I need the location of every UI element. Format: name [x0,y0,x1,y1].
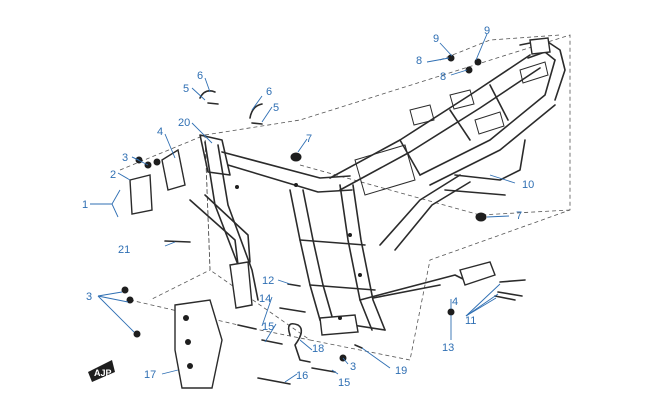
brand-emblem: AJP [88,360,115,382]
callout-20: 20 [178,117,190,129]
callout-5: 5 [273,102,279,114]
callout-11: 11 [465,315,476,327]
callout-3: 3 [122,152,128,164]
callout-13: 13 [442,342,454,354]
callout-10: 10 [522,179,534,191]
callout-8: 8 [440,71,446,83]
callout-4: 4 [452,296,458,308]
callout-3: 3 [86,291,92,303]
callout-17: 17 [144,369,156,381]
callout-6: 6 [197,70,203,82]
loose-parts [121,37,551,389]
callout-7: 7 [306,133,312,145]
callout-4: 4 [157,126,163,138]
callout-1: 1 [82,199,88,211]
callout-8: 8 [416,55,422,67]
callout-3: 3 [350,361,356,373]
callout-21: 21 [118,244,130,256]
callout-15: 15 [262,321,274,333]
callout-2: 2 [110,169,116,181]
callout-labels: 1 2 3 4 5 6 6 5 20 7 9 9 8 8 10 7 21 3 1… [82,25,534,389]
callout-leaders [90,33,516,383]
callout-7: 7 [516,210,522,222]
callout-6: 6 [266,86,272,98]
callout-5: 5 [183,83,189,95]
callout-18: 18 [312,343,324,355]
main-frame [129,39,566,336]
callout-12: 12 [262,275,274,287]
callout-14: 14 [259,293,271,305]
callout-15: 15 [338,377,350,389]
callout-16: 16 [296,370,308,382]
callout-9: 9 [484,25,490,37]
callout-19: 19 [395,365,407,377]
callout-9: 9 [433,33,439,45]
brand-emblem-text: AJP [94,368,112,378]
